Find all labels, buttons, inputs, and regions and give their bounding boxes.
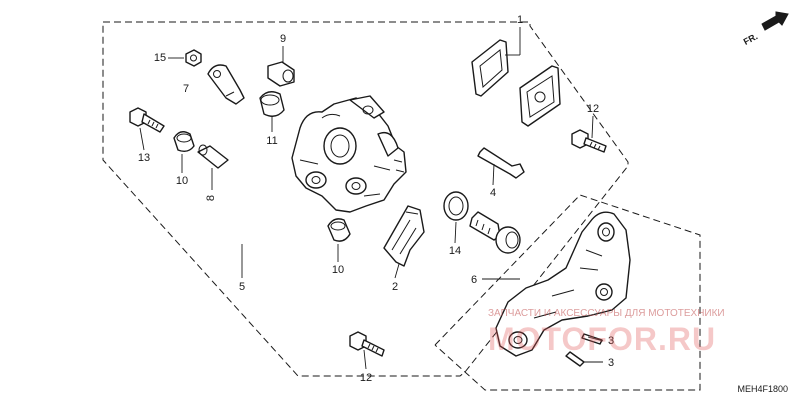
pin-lower-icon [565,351,585,367]
callout-10-upper: 10 [176,175,188,187]
pin-lower-part: 3 [565,351,614,369]
callout-11: 11 [266,135,277,147]
front-direction-indicator: FR. [742,11,789,47]
seal-part: 14 [443,191,469,257]
callout-10-lower: 10 [332,264,344,276]
front-arrow-icon [761,11,789,31]
boot-lower-part: 10 [327,218,351,276]
caliper-cylinder-icon [323,127,357,165]
brake-pads-part: 1 [471,14,561,127]
bleed-screw-part: 8 [197,144,229,201]
diagram-code: MEH4F1800 [737,384,788,394]
pad-spring-icon [383,205,425,267]
callout-12-upper: 12 [587,103,599,115]
pad-retainer-part: 7 [183,64,245,105]
pad-retainer-icon [207,64,245,105]
pin-upper-icon [581,333,603,345]
callout-9: 9 [280,33,286,45]
watermark-line-1: ЗАПЧАСТИ И АКСЕССУАРЫ ДЛЯ МОТОТЕХНИКИ [488,308,725,319]
watermark: ЗАПЧАСТИ И АКСЕССУАРЫ ДЛЯ МОТОТЕХНИКИ MO… [488,308,725,357]
brake-pad-front-icon [471,39,509,97]
callout-2: 2 [392,281,398,293]
callout-7: 7 [183,83,189,95]
bracket-part: 6 [471,211,631,357]
caliper-assy-outline [102,21,629,377]
callout-14: 14 [449,245,461,257]
bleed-screw-icon [197,145,229,169]
sleeve-bolt-part [469,211,521,254]
nut-part: 15 [154,49,202,67]
callout-8: 8 [205,195,217,201]
sleeve-icon [495,226,521,254]
callout-4: 4 [490,187,496,199]
pin-upper-part: 3 [581,333,614,347]
callout-13: 13 [138,152,150,164]
callout-3-upper: 3 [608,335,614,347]
caliper-bracket-icon [495,211,631,357]
watermark-line-2: MOTOFOR.RU [488,321,716,357]
seal-icon [443,191,469,221]
slide-pin-part: 4 [477,147,525,199]
slide-pin-icon [477,147,525,179]
bolt-left-part: 13 [129,107,165,164]
brake-pad-rear-icon [519,65,561,127]
front-direction-label: FR. [742,31,759,47]
callout-6: 6 [471,274,477,286]
sleeve-bolt-icon [469,211,501,241]
callout-15: 15 [154,52,166,64]
piston-part: 11 [259,91,285,147]
callout-5: 5 [239,281,245,293]
bracket-assy-outline [434,194,701,391]
boot-upper-part: 10 [173,131,195,187]
callout-12-lower: 12 [360,372,372,384]
assembly-group-outlines [102,21,701,391]
bolt-upper-part: 12 [571,103,607,153]
cap-part: 9 [267,33,295,87]
callout-3-lower: 3 [608,357,614,369]
bolt-lower-part: 12 [349,331,385,384]
cap-icon [267,61,295,87]
callout-1: 1 [517,14,523,26]
pad-spring-part: 2 [383,205,425,293]
nut-icon [185,49,202,67]
caliper-body-part: 5 [239,95,407,293]
